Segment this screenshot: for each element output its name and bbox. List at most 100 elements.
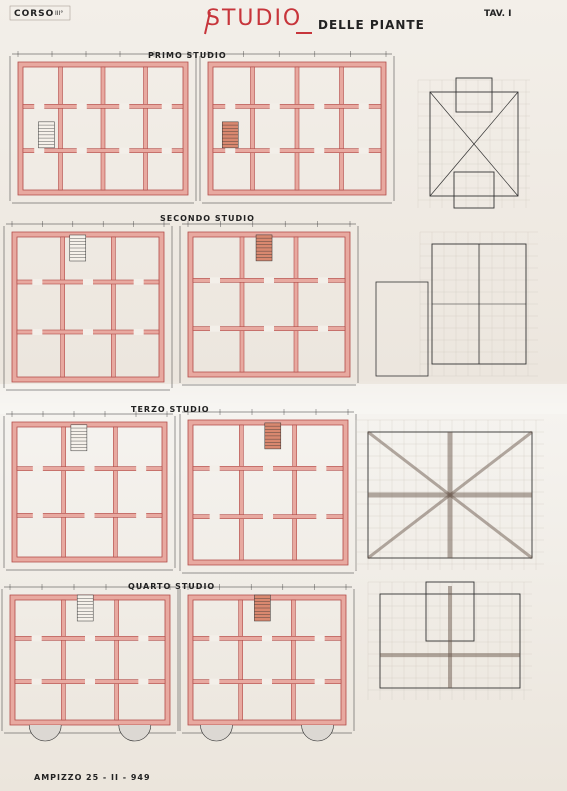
title-slash: [204, 11, 211, 35]
door-opening: [136, 512, 147, 519]
door-opening: [314, 103, 325, 110]
door-opening: [76, 103, 87, 110]
section-secondo-studio: SECONDO STUDIO: [160, 214, 255, 223]
door-opening: [269, 103, 280, 110]
course-label: CORSO: [14, 9, 55, 19]
roof-plan: [417, 77, 530, 209]
interior-wall: [111, 236, 116, 378]
door-opening: [263, 465, 273, 472]
interior-wall: [294, 66, 300, 191]
course-number: III°: [55, 10, 64, 17]
door-opening: [316, 513, 327, 520]
interior-wall: [291, 599, 296, 721]
interior-wall: [22, 104, 184, 109]
door-opening: [34, 103, 45, 110]
interior-wall: [239, 424, 244, 561]
door-opening: [225, 103, 236, 110]
interior-wall: [293, 236, 299, 373]
interior-wall: [58, 66, 63, 191]
door-opening: [34, 147, 45, 154]
interior-wall: [143, 66, 148, 191]
hip-line: [429, 143, 475, 197]
door-opening: [138, 678, 149, 685]
door-opening: [85, 635, 95, 642]
interior-wall: [238, 599, 243, 721]
roof-outline: [429, 91, 519, 197]
roof-annex: [375, 281, 429, 377]
door-opening: [314, 147, 325, 154]
bay-window: [118, 724, 152, 742]
floor-plan: [179, 221, 359, 386]
door-opening: [32, 329, 43, 335]
hip-line: [473, 91, 519, 145]
interior-wall: [250, 66, 255, 191]
dormer: [453, 171, 495, 209]
door-opening: [84, 465, 95, 472]
floor-plan: [3, 221, 173, 391]
door-opening: [136, 465, 147, 472]
door-opening: [210, 277, 220, 284]
section-terzo-studio: TERZO STUDIO: [131, 405, 210, 414]
door-opening: [85, 678, 95, 685]
interior-wall: [22, 148, 184, 153]
interior-wall: [113, 426, 118, 558]
door-opening: [209, 465, 220, 472]
door-opening: [262, 678, 272, 685]
door-opening: [161, 103, 172, 110]
roof-plan: [367, 581, 532, 700]
door-opening: [209, 635, 220, 642]
floor-plan: [179, 409, 357, 574]
interior-wall: [61, 599, 66, 721]
roof-beam: [367, 430, 533, 560]
sheet-title: STUDIO: [206, 6, 303, 31]
door-opening: [318, 277, 328, 284]
interior-wall: [100, 66, 106, 191]
door-opening: [161, 147, 172, 154]
door-opening: [314, 678, 325, 685]
door-opening: [84, 512, 95, 519]
door-opening: [83, 329, 93, 335]
door-opening: [316, 465, 327, 472]
interior-wall: [61, 426, 66, 558]
interior-wall: [292, 424, 297, 561]
door-opening: [358, 147, 369, 154]
bay-window: [200, 724, 233, 742]
door-opening: [83, 279, 93, 285]
door-opening: [209, 513, 220, 520]
outer-wall: [11, 421, 168, 563]
door-opening: [264, 277, 274, 284]
bay-window: [28, 724, 62, 742]
interior-wall: [212, 104, 382, 109]
section-quarto-studio: QUARTO STUDIO: [128, 582, 216, 591]
floor-plan: [3, 411, 176, 571]
door-opening: [262, 635, 272, 642]
door-opening: [269, 147, 280, 154]
door-opening: [314, 635, 325, 642]
interior-wall: [239, 236, 245, 373]
interior-wall: [60, 236, 65, 378]
door-opening: [225, 147, 236, 154]
section-primo-studio: PRIMO STUDIO: [148, 51, 227, 60]
interior-wall: [339, 66, 344, 191]
door-opening: [264, 325, 274, 332]
hip-line: [429, 91, 475, 145]
door-opening: [358, 103, 369, 110]
door-opening: [76, 147, 87, 154]
roof-plans: [355, 77, 544, 700]
door-opening: [32, 465, 43, 472]
door-opening: [318, 325, 328, 332]
door-opening: [32, 512, 43, 519]
door-opening: [263, 513, 273, 520]
door-opening: [133, 279, 144, 285]
hip-line: [473, 143, 519, 197]
floor-plans: [1, 5, 395, 742]
label-box: [9, 5, 71, 21]
roof-plan: [419, 231, 538, 377]
bay-window: [301, 724, 334, 742]
floor-plan: [179, 584, 355, 742]
interior-wall: [114, 599, 119, 721]
paper-fold: [0, 384, 567, 414]
door-opening: [209, 678, 220, 685]
